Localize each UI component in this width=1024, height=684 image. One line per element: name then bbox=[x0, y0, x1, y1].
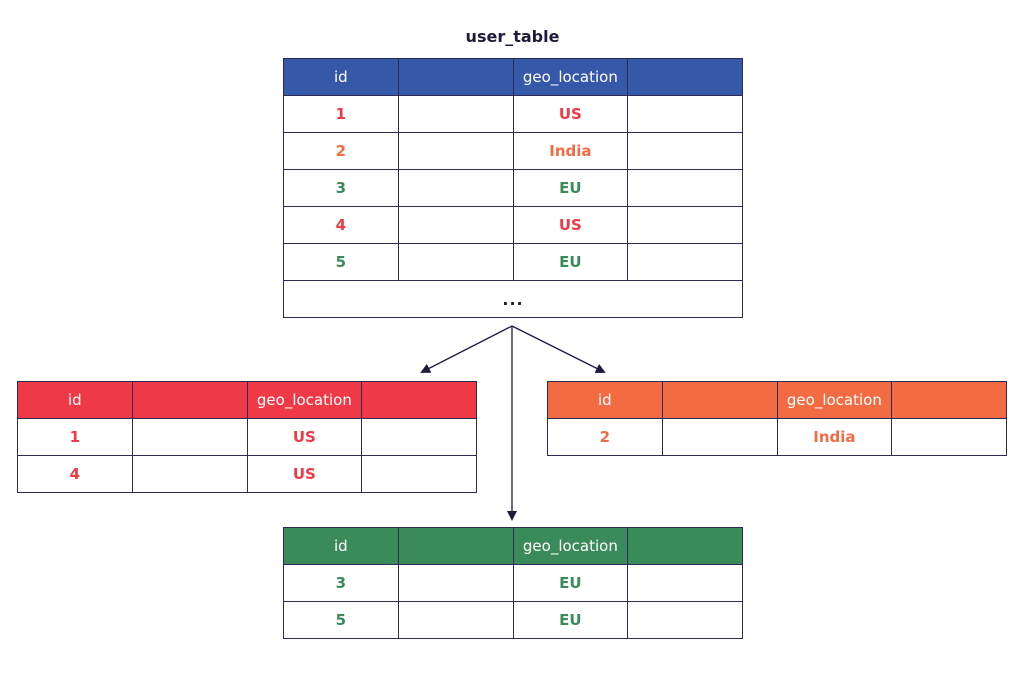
column-header-geo-location: geo_location bbox=[512, 527, 629, 565]
table-row: 1 US bbox=[283, 95, 743, 133]
cell-geo-location: US bbox=[246, 418, 363, 456]
cell-empty bbox=[397, 169, 514, 207]
column-header-empty bbox=[131, 381, 248, 419]
cell-empty bbox=[627, 601, 743, 639]
cell-empty bbox=[131, 455, 248, 493]
cell-empty bbox=[661, 418, 778, 456]
table-row: 5 EU bbox=[283, 601, 743, 639]
column-header-empty bbox=[627, 527, 743, 565]
cell-id: 4 bbox=[17, 455, 133, 493]
cell-geo-location: EU bbox=[512, 243, 629, 281]
column-header-id: id bbox=[283, 527, 399, 565]
cell-geo-location: EU bbox=[512, 564, 629, 602]
table-row: 3 EU bbox=[283, 564, 743, 602]
column-header-geo-location: geo_location bbox=[776, 381, 893, 419]
cell-geo-location: US bbox=[512, 95, 629, 133]
column-header-geo-location: geo_location bbox=[246, 381, 363, 419]
cell-id: 2 bbox=[283, 132, 399, 170]
table-row: 4 US bbox=[17, 455, 477, 493]
cell-empty bbox=[627, 564, 743, 602]
cell-empty bbox=[891, 418, 1007, 456]
arrow-to-india-table bbox=[511, 325, 606, 373]
table-row: 2 India bbox=[283, 132, 743, 170]
cell-geo-location: EU bbox=[512, 601, 629, 639]
arrow-to-us-table bbox=[420, 325, 513, 373]
cell-id: 1 bbox=[283, 95, 399, 133]
table-header-row: id geo_location bbox=[283, 527, 743, 565]
column-header-empty bbox=[661, 381, 778, 419]
cell-id: 3 bbox=[283, 564, 399, 602]
more-rows-ellipsis: ... bbox=[283, 280, 743, 318]
cell-empty bbox=[627, 132, 743, 170]
column-header-id: id bbox=[283, 58, 399, 96]
cell-geo-location: India bbox=[512, 132, 629, 170]
source-table-title: user_table bbox=[465, 27, 560, 46]
column-header-empty bbox=[361, 381, 477, 419]
cell-empty bbox=[627, 95, 743, 133]
cell-empty bbox=[627, 243, 743, 281]
column-header-empty bbox=[891, 381, 1007, 419]
table-row: 2 India bbox=[547, 418, 1007, 456]
column-header-empty bbox=[397, 58, 514, 96]
cell-geo-location: US bbox=[246, 455, 363, 493]
cell-id: 3 bbox=[283, 169, 399, 207]
india-partition-table: id geo_location 2 India bbox=[547, 381, 1007, 456]
cell-id: 4 bbox=[283, 206, 399, 244]
column-header-id: id bbox=[547, 381, 663, 419]
cell-id: 5 bbox=[283, 601, 399, 639]
cell-geo-location: India bbox=[776, 418, 893, 456]
table-header-row: id geo_location bbox=[547, 381, 1007, 419]
column-header-empty bbox=[627, 58, 743, 96]
more-rows-row: ... bbox=[283, 280, 743, 318]
cell-empty bbox=[361, 455, 477, 493]
cell-empty bbox=[397, 601, 514, 639]
cell-id: 1 bbox=[17, 418, 133, 456]
cell-id: 2 bbox=[547, 418, 663, 456]
table-row: 1 US bbox=[17, 418, 477, 456]
